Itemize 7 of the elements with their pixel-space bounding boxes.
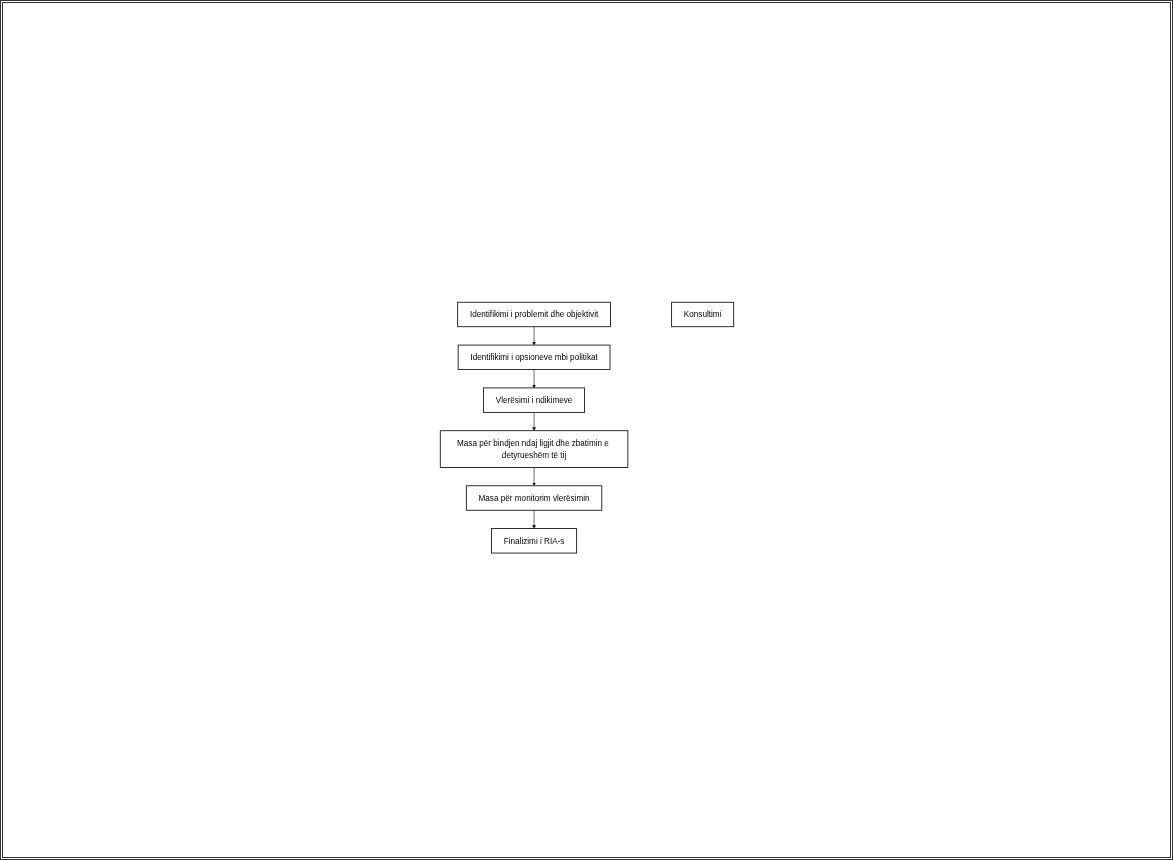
node-box: Konsultimi — [670, 302, 734, 328]
node-box: Identifikimi i problemit dhe objektivit — [456, 302, 611, 328]
node-box: Finalizimi i RIA-s — [490, 528, 577, 554]
node-box: Identifikimi i opsioneve mbi politikat — [457, 345, 610, 371]
node-box: Masa për bindjen ndaj ligjit dhe zbatimin e detyrueshëm të tij — [439, 430, 628, 469]
node-box: Vlerësimi i ndikimeve — [482, 387, 585, 414]
node-box: Masa për monitorim vlerësimin — [465, 485, 602, 511]
